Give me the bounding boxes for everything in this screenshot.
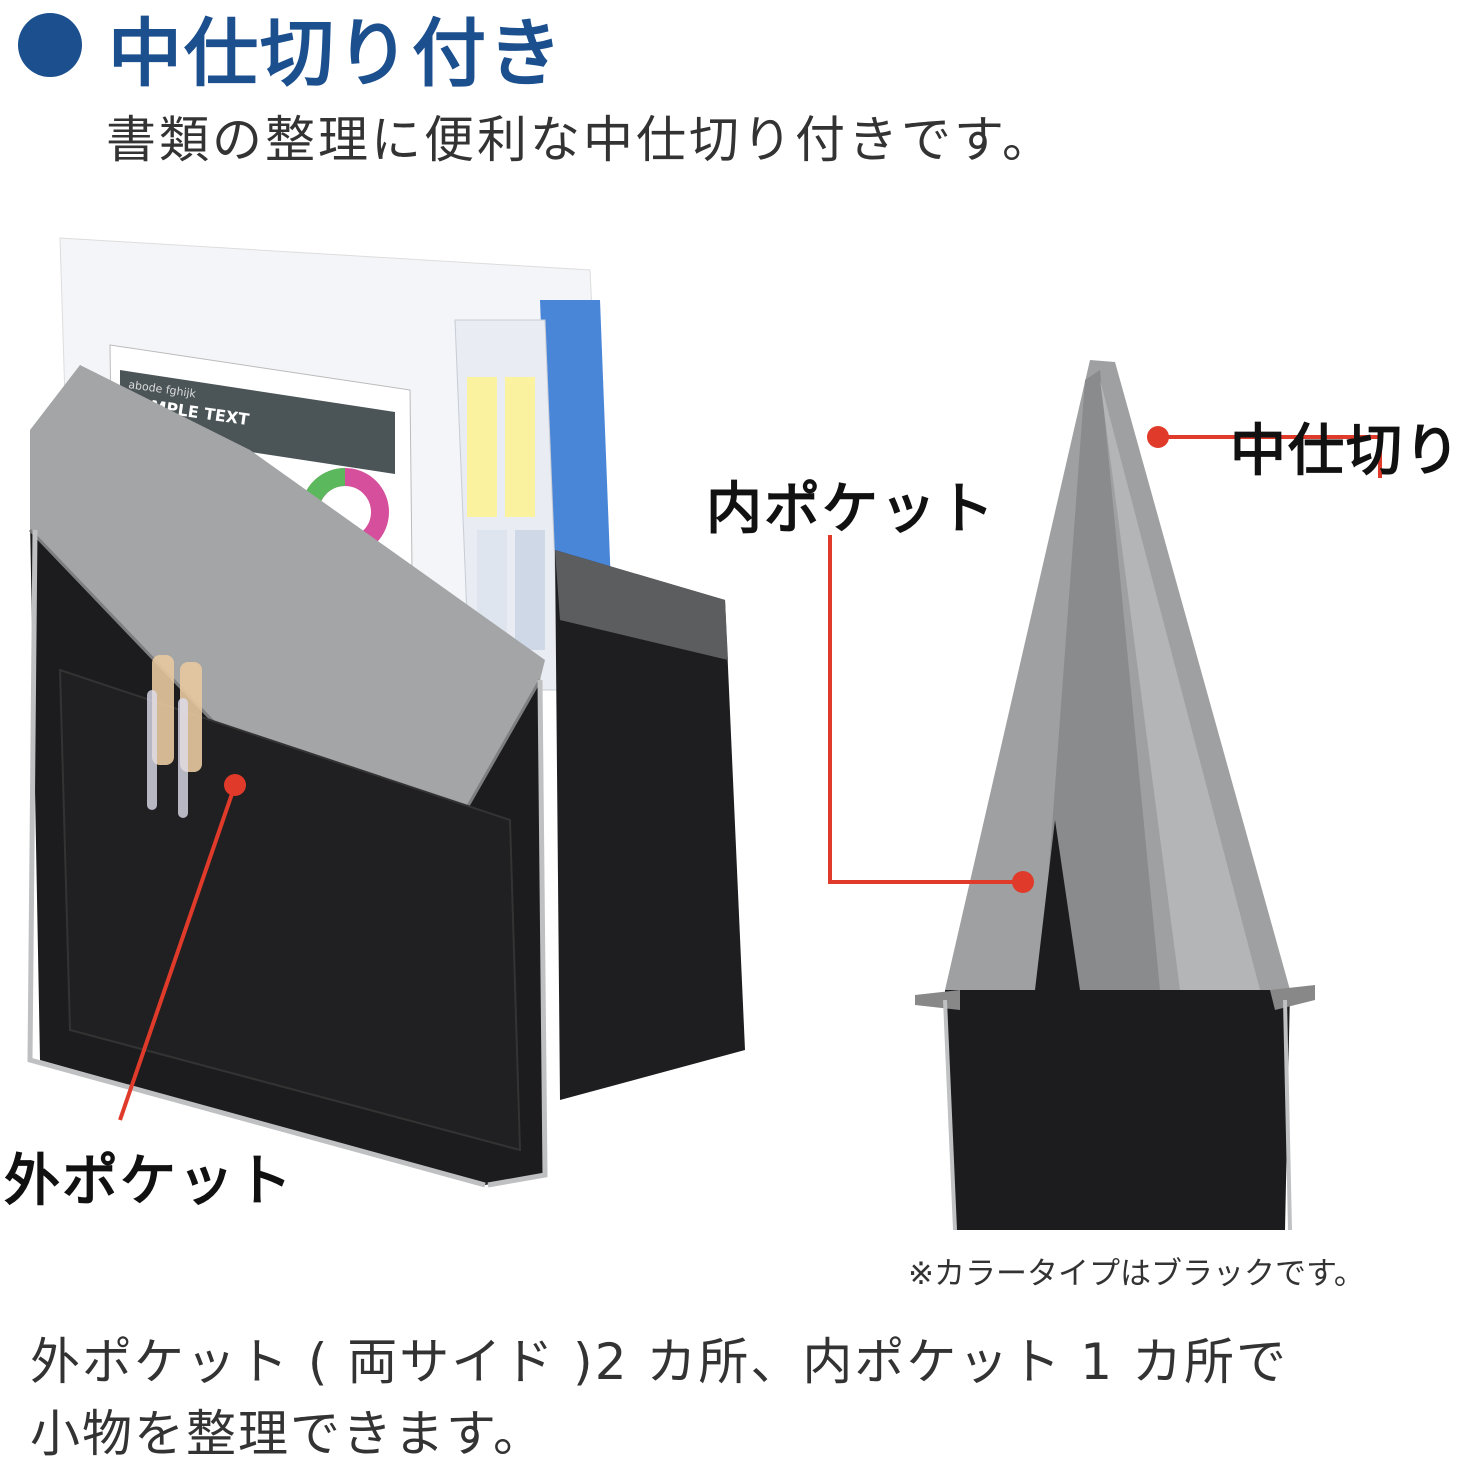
callout-dot-inner [1012, 871, 1034, 893]
callout-divider: 中仕切り [1230, 419, 1459, 484]
callout-dot-divider [1147, 426, 1169, 448]
callout-line-inner [828, 535, 1023, 884]
callout-outer-pocket: 外ポケット [4, 1149, 294, 1214]
callout-inner-pocket: 内ポケット [706, 477, 996, 542]
page-subtitle: 書類の整理に便利な中仕切り付きです。 [106, 111, 1055, 169]
divider-bag [915, 360, 1315, 1231]
page-title: 中仕切り付き [108, 11, 564, 97]
pens [147, 655, 202, 818]
title-bullet-icon [18, 13, 82, 77]
color-note: ※カラータイプはブラックです。 [908, 1256, 1365, 1292]
description-line-1: 外ポケット ( 両サイド )2 カ所、内ポケット 1 カ所で [30, 1333, 1288, 1391]
description-line-2: 小物を整理できます。 [30, 1405, 545, 1463]
callout-dot-outer [224, 774, 246, 796]
callout-line-outer [118, 784, 237, 1121]
callout-line-divider [1158, 435, 1382, 478]
description: 外ポケット ( 両サイド )2 カ所、内ポケット 1 カ所で 小物を整理できます… [30, 1326, 1288, 1470]
